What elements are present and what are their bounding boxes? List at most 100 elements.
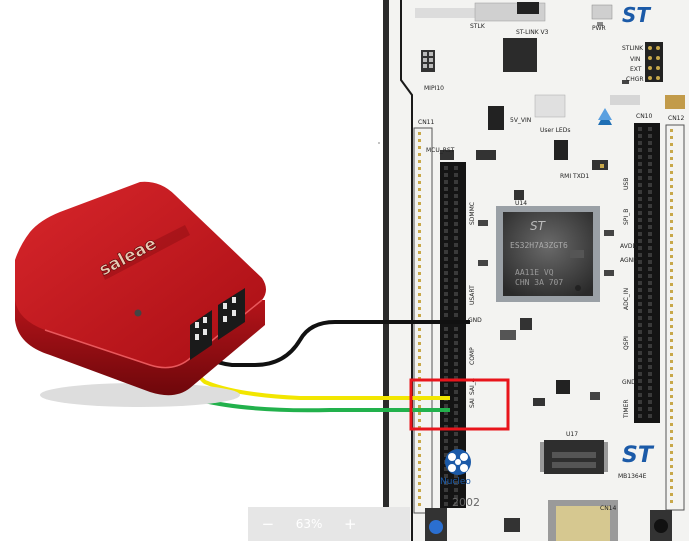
chip-origin-line: CHN 3A 707	[515, 278, 563, 287]
header-pin	[638, 302, 642, 306]
header-pin	[418, 272, 421, 275]
header-pin	[454, 201, 458, 205]
header-pin	[670, 374, 673, 377]
header-pin	[454, 383, 458, 387]
header-pin	[418, 475, 421, 478]
header-pin	[418, 244, 421, 247]
header-pin	[638, 365, 642, 369]
header-pin	[418, 223, 421, 226]
label-timer: TIMER	[623, 399, 630, 419]
header-pin	[638, 309, 642, 313]
header-pin	[648, 155, 652, 159]
chip-logo: ST	[530, 219, 547, 233]
header-pin	[454, 334, 458, 338]
header-pin	[648, 302, 652, 306]
label-u17: U17	[566, 431, 578, 438]
header-pin	[418, 349, 421, 352]
header-pin	[670, 157, 673, 160]
cn12-header-outline	[665, 124, 685, 511]
header-pin	[418, 202, 421, 205]
zoom-in-button[interactable]: +	[343, 515, 357, 533]
header-pin	[418, 251, 421, 254]
header-pin	[648, 351, 652, 355]
st-logo-top: ST	[622, 3, 651, 27]
header-pin	[648, 337, 652, 341]
header-pin	[638, 316, 642, 320]
header-pin	[648, 330, 652, 334]
header-pin	[454, 292, 458, 296]
header-pin	[670, 388, 673, 391]
bottom-components	[425, 500, 672, 541]
header-pin	[418, 370, 421, 373]
header-pin	[638, 414, 642, 418]
header-pin	[418, 286, 421, 289]
header-pin	[444, 229, 448, 233]
header-pin	[670, 178, 673, 181]
header-pin	[418, 174, 421, 177]
header-pin	[648, 372, 652, 376]
header-pin	[638, 148, 642, 152]
header-pin	[454, 299, 458, 303]
header-pin	[638, 155, 642, 159]
header-pin	[638, 393, 642, 397]
header-pin	[670, 332, 673, 335]
header-pin	[670, 430, 673, 433]
header-pin	[444, 467, 448, 471]
header-pin	[638, 288, 642, 292]
header-pin	[454, 404, 458, 408]
top-components	[415, 2, 685, 170]
label-ext: EXT	[630, 66, 642, 73]
label-chgr: CHGR	[626, 76, 644, 83]
user-button	[429, 520, 443, 534]
stlink-chip	[503, 38, 537, 72]
header-pin	[648, 267, 652, 271]
header-pin	[418, 195, 421, 198]
header-pin	[670, 136, 673, 139]
header-pin	[454, 313, 458, 317]
header-pin	[670, 255, 673, 258]
header-pin	[418, 363, 421, 366]
board-year: 2002	[452, 496, 480, 509]
header-pin	[454, 271, 458, 275]
header-pin	[670, 290, 673, 293]
header-pin	[418, 342, 421, 345]
header-pin	[638, 176, 642, 180]
header-pin	[444, 439, 448, 443]
label-avdd: AVDD	[620, 243, 637, 250]
header-pin	[444, 446, 448, 450]
label-sai-a: SAI_A	[469, 377, 476, 395]
header-pin	[454, 229, 458, 233]
label-sai: SAI	[469, 398, 476, 408]
header-pin	[670, 423, 673, 426]
header-pin	[638, 379, 642, 383]
nucleo-board: ST ST ES32H7A3ZGT6 AA11E VQ CHN 3A 707	[383, 0, 689, 541]
header-pin	[444, 278, 448, 282]
header-pin	[444, 418, 448, 422]
header-pin	[638, 190, 642, 194]
label-comp: COMP	[469, 347, 476, 365]
header-pin	[670, 213, 673, 216]
header-pin	[418, 384, 421, 387]
header-pin	[444, 194, 448, 198]
header-pin	[670, 381, 673, 384]
label-usart: USART	[469, 285, 476, 305]
header-pin	[454, 481, 458, 485]
header-pin	[670, 465, 673, 468]
header-pin	[418, 440, 421, 443]
header-pin	[454, 208, 458, 212]
header-pin	[444, 348, 448, 352]
header-pin	[670, 234, 673, 237]
header-pin	[418, 503, 421, 506]
header-pin	[638, 218, 642, 222]
header-pin	[670, 360, 673, 363]
header-pin	[444, 264, 448, 268]
zoom-out-button[interactable]: −	[261, 515, 275, 533]
header-pin	[670, 311, 673, 314]
header-pin	[638, 211, 642, 215]
header-pin	[638, 351, 642, 355]
header-pin	[648, 246, 652, 250]
header-pin	[454, 285, 458, 289]
header-pin	[454, 348, 458, 352]
header-pin	[418, 391, 421, 394]
